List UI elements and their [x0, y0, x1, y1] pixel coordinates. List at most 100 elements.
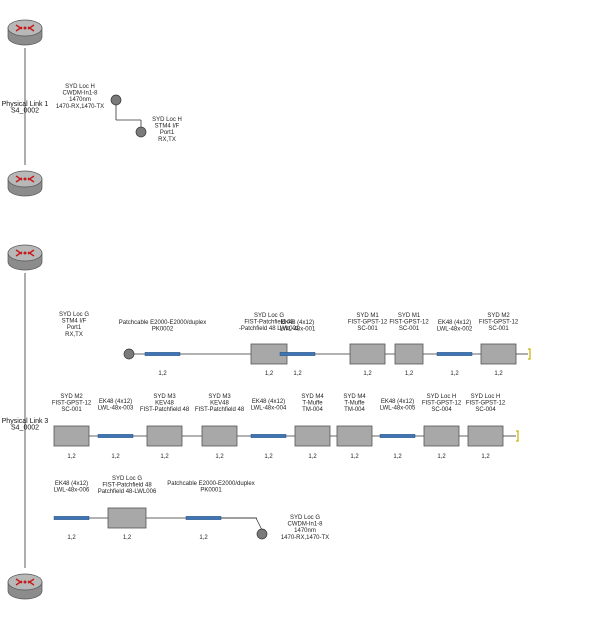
- row3-end-label-line: 1470-RX,1470-TX: [281, 535, 329, 541]
- row3-item-label-0-line: EK48 (4x12): [55, 481, 88, 487]
- row2-item-label-5-line: SYD M4: [301, 394, 324, 400]
- row3-pin-label-1-line: 1,2: [123, 535, 132, 541]
- row3-item-label-2-line: Patchcable E2000-E2000/duplex: [167, 481, 254, 487]
- row2-item-label-9-line: SYD Loc H: [471, 394, 501, 400]
- row1-pin-label-2: 1,2: [293, 371, 302, 377]
- row1-item-label-6-line: SYD M2: [487, 313, 510, 319]
- row1-start-label-line: SYD Loc G: [59, 312, 89, 318]
- row2-box-8[interactable]: [423, 425, 460, 447]
- row2-item-label-5-line: TM-004: [302, 407, 323, 413]
- row3-cable-0[interactable]: [53, 516, 90, 520]
- row1-end-connector: [528, 348, 531, 360]
- row3-end-label-line: SYD Loc G: [290, 515, 320, 521]
- row1-item-label-6-line: FIST-GPST-12: [479, 320, 519, 326]
- row2-item-label-9-line: SC-004: [475, 407, 496, 413]
- row2-item-label-6-line: TM-004: [344, 407, 365, 413]
- row1-cable-5[interactable]: [436, 352, 473, 356]
- row1-item-label-1-line: FIST-Patchfield 48: [244, 320, 294, 326]
- row2-box-0[interactable]: [53, 425, 90, 447]
- row2-end-connector: [516, 430, 519, 442]
- row1-pin-label-2-line: 1,2: [293, 371, 302, 377]
- row2-item-label-3-line: KEV48: [210, 401, 229, 407]
- router-2-icon[interactable]: [7, 170, 43, 197]
- row1-box-4[interactable]: [394, 343, 424, 365]
- row1-item-label-3-line: SC-001: [357, 326, 378, 332]
- row2-cable-4[interactable]: [250, 434, 287, 438]
- row2-item-label-4: EK48 (4x12)LWL-48x-004: [251, 399, 287, 412]
- link3-label-line: Physical Link 3: [2, 418, 49, 425]
- row2-item-label-3-line: SYD M3: [208, 394, 231, 400]
- router-bottom-icon[interactable]: [7, 573, 43, 600]
- row3-pin-label-0-line: 1,2: [67, 535, 76, 541]
- row1-item-label-5: EK48 (4x12)LWL-48x-002: [437, 320, 473, 333]
- row2-pin-label-8: 1,2: [437, 454, 446, 460]
- row2-pin-label-1-line: 1,2: [111, 454, 120, 460]
- row2-cable-7[interactable]: [379, 434, 416, 438]
- row3-end-label-line: CWDM-In1-8: [287, 522, 323, 528]
- row2-item-label-3-line: FIST-Patchfield 48: [195, 407, 245, 413]
- row2-item-label-4-line: EK48 (4x12): [252, 399, 285, 405]
- link3-label-line: S4_0002: [11, 425, 39, 432]
- row2-item-label-2-line: SYD M3: [153, 394, 176, 400]
- row2-pin-label-3: 1,2: [215, 454, 224, 460]
- row2-pin-label-3-line: 1,2: [215, 454, 224, 460]
- row2-item-label-1: EK48 (4x12)LWL-48x-003: [98, 399, 134, 412]
- row2-pin-label-5-line: 1,2: [308, 454, 317, 460]
- row1-start-label-line: STM4 I/F: [62, 319, 87, 325]
- row2-box-5[interactable]: [294, 425, 331, 447]
- row1-pin-label-3: 1,2: [363, 371, 372, 377]
- link1-port-a-label-line: CWDM-In1-8: [62, 91, 98, 97]
- row1-item-label-3-line: SYD M1: [356, 313, 379, 319]
- row2-pin-label-4-line: 1,2: [264, 454, 273, 460]
- router-top-icon[interactable]: [7, 19, 43, 46]
- link1-port-b-label-line: RX,TX: [158, 137, 176, 143]
- row3-end-port-icon[interactable]: [256, 528, 268, 540]
- row1-pin-label-1-line: 1,2: [265, 371, 274, 377]
- row2-item-label-8-line: SYD Loc H: [427, 394, 457, 400]
- row1-item-label-4-line: FIST-GPST-12: [389, 320, 429, 326]
- row1-pin-label-3-line: 1,2: [363, 371, 372, 377]
- row2-cable-1[interactable]: [97, 434, 134, 438]
- row2-item-label-6-line: SYD M4: [343, 394, 366, 400]
- row3-pin-label-0: 1,2: [67, 535, 76, 541]
- row2-item-label-0-line: FIST-GPST-12: [52, 401, 92, 407]
- row1-box-3[interactable]: [349, 343, 386, 365]
- row1-cable-2[interactable]: [279, 352, 316, 356]
- row2-pin-label-9: 1,2: [481, 454, 490, 460]
- row3-cable-2[interactable]: [185, 516, 222, 520]
- row1-item-label-3-line: FIST-GPST-12: [348, 320, 388, 326]
- row2-item-label-2-line: KEV48: [155, 401, 174, 407]
- row2-item-label-1-line: LWL-48x-003: [98, 406, 134, 412]
- row2-pin-label-7-line: 1,2: [393, 454, 402, 460]
- row1-pin-label-1: 1,2: [265, 371, 274, 377]
- link1-port-b-label-line: SYD Loc H: [152, 117, 182, 123]
- row1-start-port-icon[interactable]: [123, 348, 135, 360]
- row2-box-3[interactable]: [201, 425, 238, 447]
- row2-item-label-1-line: EK48 (4x12): [99, 399, 132, 405]
- link1-port-a-icon[interactable]: [110, 94, 122, 106]
- row1-box-6[interactable]: [480, 343, 517, 365]
- row2-box-2[interactable]: [146, 425, 183, 447]
- router-3-icon[interactable]: [7, 244, 43, 271]
- row2-item-label-8-line: FIST-GPST-12: [422, 401, 462, 407]
- row2-box-6[interactable]: [336, 425, 373, 447]
- link1-port-a-label-line: 1470nm: [69, 97, 91, 103]
- row2-box-9[interactable]: [467, 425, 504, 447]
- link1-port-b-icon[interactable]: [135, 126, 147, 138]
- row2-pin-label-6: 1,2: [350, 454, 359, 460]
- row3-end-label-line: 1470nm: [294, 528, 316, 534]
- row3-box-1[interactable]: [107, 507, 147, 529]
- row2-pin-label-5: 1,2: [308, 454, 317, 460]
- row2-pin-label-6-line: 1,2: [350, 454, 359, 460]
- link1-port-b-label-line: Port1: [160, 130, 175, 136]
- row1-cable-0[interactable]: [144, 352, 181, 356]
